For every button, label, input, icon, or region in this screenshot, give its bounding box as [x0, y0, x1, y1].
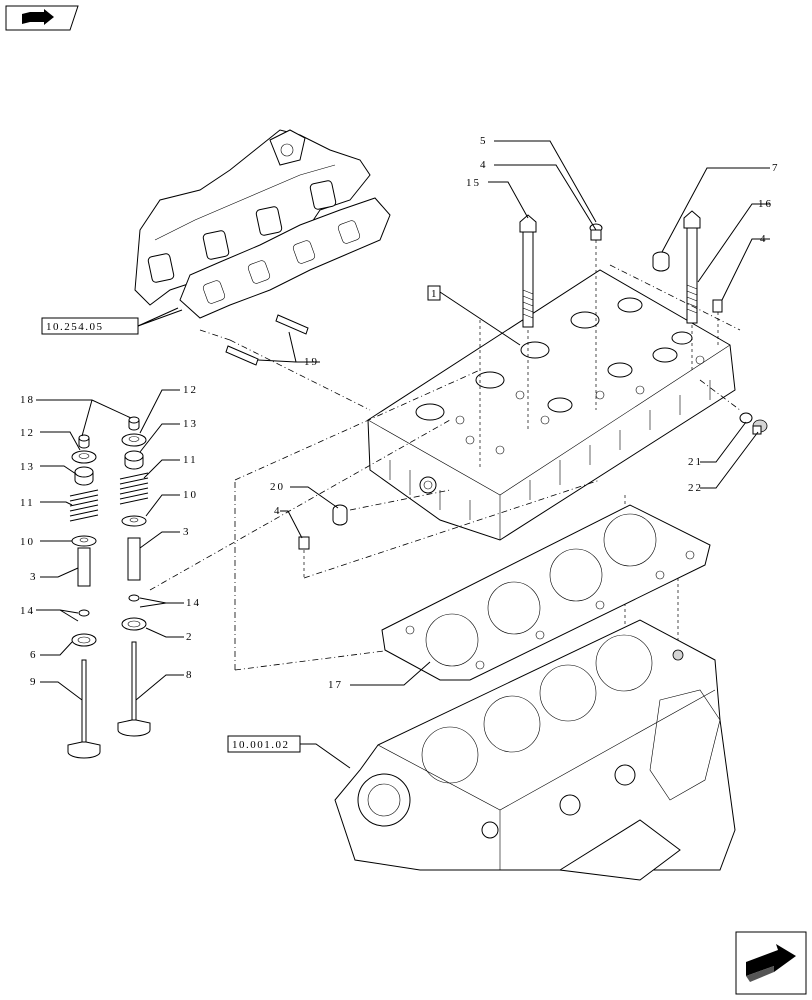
manifold-studs: [225, 314, 309, 366]
dowel-4-top: [590, 229, 602, 241]
block-ref-box[interactable]: 10.001.02: [227, 735, 351, 769]
label-14-left: 14: [20, 605, 35, 617]
label-12-left: 12: [20, 427, 35, 439]
exhaust-manifold: [134, 129, 371, 306]
dowel-4-lower: [298, 536, 310, 550]
manifold-ref-text: 10.254.05: [46, 321, 104, 333]
label-1-callout[interactable]: 1: [427, 285, 521, 346]
label-22: 22: [688, 482, 703, 494]
label-10-right: 10: [183, 489, 198, 501]
label-21: 21: [688, 456, 703, 468]
label-14-right: 14: [186, 597, 201, 609]
label-16: 16: [758, 198, 773, 210]
label-4-right: 4: [760, 233, 768, 245]
label-3-right: 3: [183, 526, 191, 538]
cylinder-head: [367, 269, 736, 541]
label-7: 7: [772, 162, 780, 174]
label-1: 1: [431, 288, 439, 300]
valve-parts-right: [117, 416, 151, 737]
label-8: 8: [186, 669, 194, 681]
label-4-lower: 4: [274, 505, 282, 517]
label-11-right: 11: [183, 454, 198, 466]
washer-21: [739, 412, 753, 424]
sleeve-20: [332, 504, 348, 526]
label-4-top: 4: [480, 159, 488, 171]
label-13-left: 13: [20, 461, 35, 473]
manifold-ref-box[interactable]: 10.254.05: [41, 307, 183, 335]
label-13-right: 13: [183, 418, 198, 430]
label-9: 9: [30, 676, 38, 688]
label-11-left: 11: [20, 497, 35, 509]
label-5: 5: [480, 135, 488, 147]
label-12-right: 12: [183, 384, 198, 396]
dowel-4-right: [712, 299, 723, 313]
head-bolt-16: [683, 210, 701, 324]
next-page-arrow-icon[interactable]: [735, 931, 807, 995]
plug-22: [752, 419, 768, 435]
label-20: 20: [270, 481, 285, 493]
manifold-gasket: [179, 197, 391, 319]
part-labels: 5 4 15 7 16 4 19 20 4 21 22 17 18 12 12 …: [20, 135, 780, 691]
label-17: 17: [328, 679, 343, 691]
leader-lines: [36, 140, 770, 701]
label-18: 18: [20, 394, 35, 406]
label-10-left: 10: [20, 536, 35, 548]
valve-parts-left: [67, 434, 101, 759]
label-2: 2: [186, 631, 194, 643]
label-3-left: 3: [30, 571, 38, 583]
label-19: 19: [304, 356, 319, 368]
head-bolt-15: [519, 214, 537, 328]
cap-7: [652, 251, 670, 272]
label-15: 15: [466, 177, 481, 189]
engine-block: [334, 619, 736, 881]
book-arrow-icon[interactable]: [5, 5, 79, 31]
label-6: 6: [30, 649, 38, 661]
block-ref-text: 10.001.02: [232, 739, 290, 751]
head-gasket: [381, 504, 711, 681]
